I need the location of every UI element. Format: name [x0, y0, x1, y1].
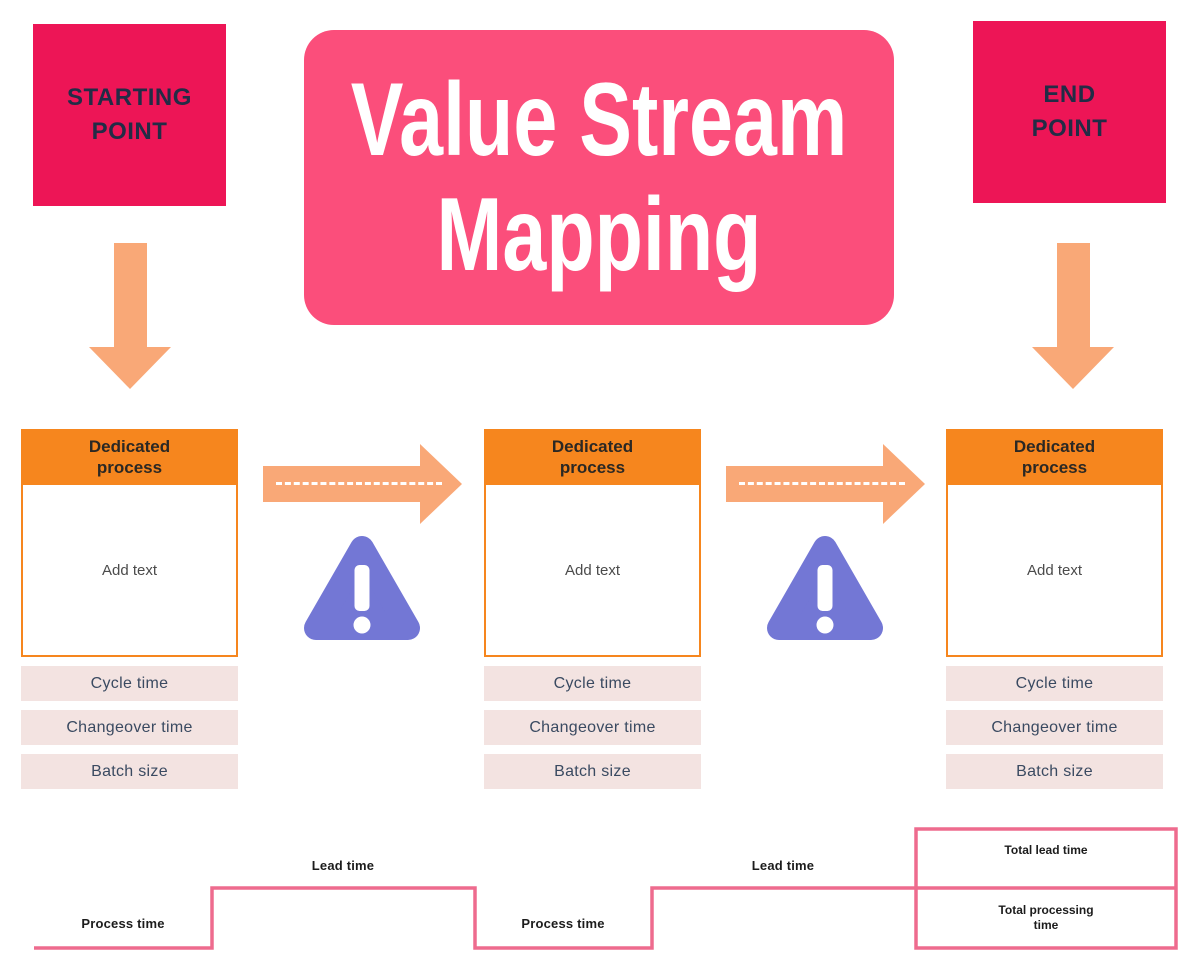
timeline-chart — [34, 827, 1178, 950]
process-header-label: Dedicated process — [1013, 436, 1096, 477]
down-arrow-shaft — [1057, 243, 1090, 347]
process-body[interactable]: Add text — [484, 485, 701, 657]
metric-row-cycle-time[interactable]: Cycle time — [21, 666, 238, 701]
process-header-label: Dedicated process — [88, 436, 171, 477]
process-header: Dedicated process — [484, 429, 701, 485]
metric-row-changeover-time[interactable]: Changeover time — [484, 710, 701, 745]
timeline-path — [34, 886, 916, 950]
process-body[interactable]: Add text — [946, 485, 1163, 657]
title-banner: Value Stream Mapping — [304, 30, 894, 325]
metric-row-changeover-time[interactable]: Changeover time — [946, 710, 1163, 745]
starting-point-label: STARTING POINT — [67, 84, 192, 145]
warning-triangle-icon — [765, 533, 885, 643]
add-text-placeholder[interactable]: Add text — [1026, 561, 1083, 579]
metric-row-batch-size[interactable]: Batch size — [946, 754, 1163, 789]
total-processing-time-cell: Total processing time — [998, 903, 1094, 932]
process-header: Dedicated process — [946, 429, 1163, 485]
starting-point-box[interactable]: STARTING POINT — [33, 24, 226, 206]
process-column-3: Dedicated process Add text Cycle time Ch… — [946, 429, 1163, 789]
label-process-time-2: Process time — [521, 916, 605, 931]
metric-row-cycle-time[interactable]: Cycle time — [946, 666, 1163, 701]
label-lead-time-1: Lead time — [311, 858, 375, 873]
add-text-placeholder[interactable]: Add text — [101, 561, 158, 579]
down-arrow-head — [1032, 347, 1114, 389]
flow-arrow-icon — [263, 444, 463, 524]
warning-triangle-icon — [302, 533, 422, 643]
metric-row-batch-size[interactable]: Batch size — [484, 754, 701, 789]
process-header-label: Dedicated process — [551, 436, 634, 477]
process-column-1: Dedicated process Add text Cycle time Ch… — [21, 429, 238, 789]
metric-row-batch-size[interactable]: Batch size — [21, 754, 238, 789]
add-text-placeholder[interactable]: Add text — [564, 561, 621, 579]
process-column-2: Dedicated process Add text Cycle time Ch… — [484, 429, 701, 789]
process-body[interactable]: Add text — [21, 485, 238, 657]
total-lead-time-cell: Total lead time — [1004, 843, 1088, 857]
down-arrow-shaft — [114, 243, 147, 347]
page-title: Value Stream Mapping — [350, 62, 848, 293]
process-header: Dedicated process — [21, 429, 238, 485]
metric-row-changeover-time[interactable]: Changeover time — [21, 710, 238, 745]
down-arrow-head — [89, 347, 171, 389]
flow-arrow-dashes — [739, 482, 905, 485]
flow-arrow-dashes — [276, 482, 442, 485]
end-point-box[interactable]: END POINT — [973, 21, 1166, 203]
end-point-label: END POINT — [1031, 81, 1108, 142]
label-process-time-1: Process time — [81, 916, 165, 931]
flow-arrow-icon — [726, 444, 926, 524]
label-lead-time-2: Lead time — [751, 858, 815, 873]
metric-row-cycle-time[interactable]: Cycle time — [484, 666, 701, 701]
